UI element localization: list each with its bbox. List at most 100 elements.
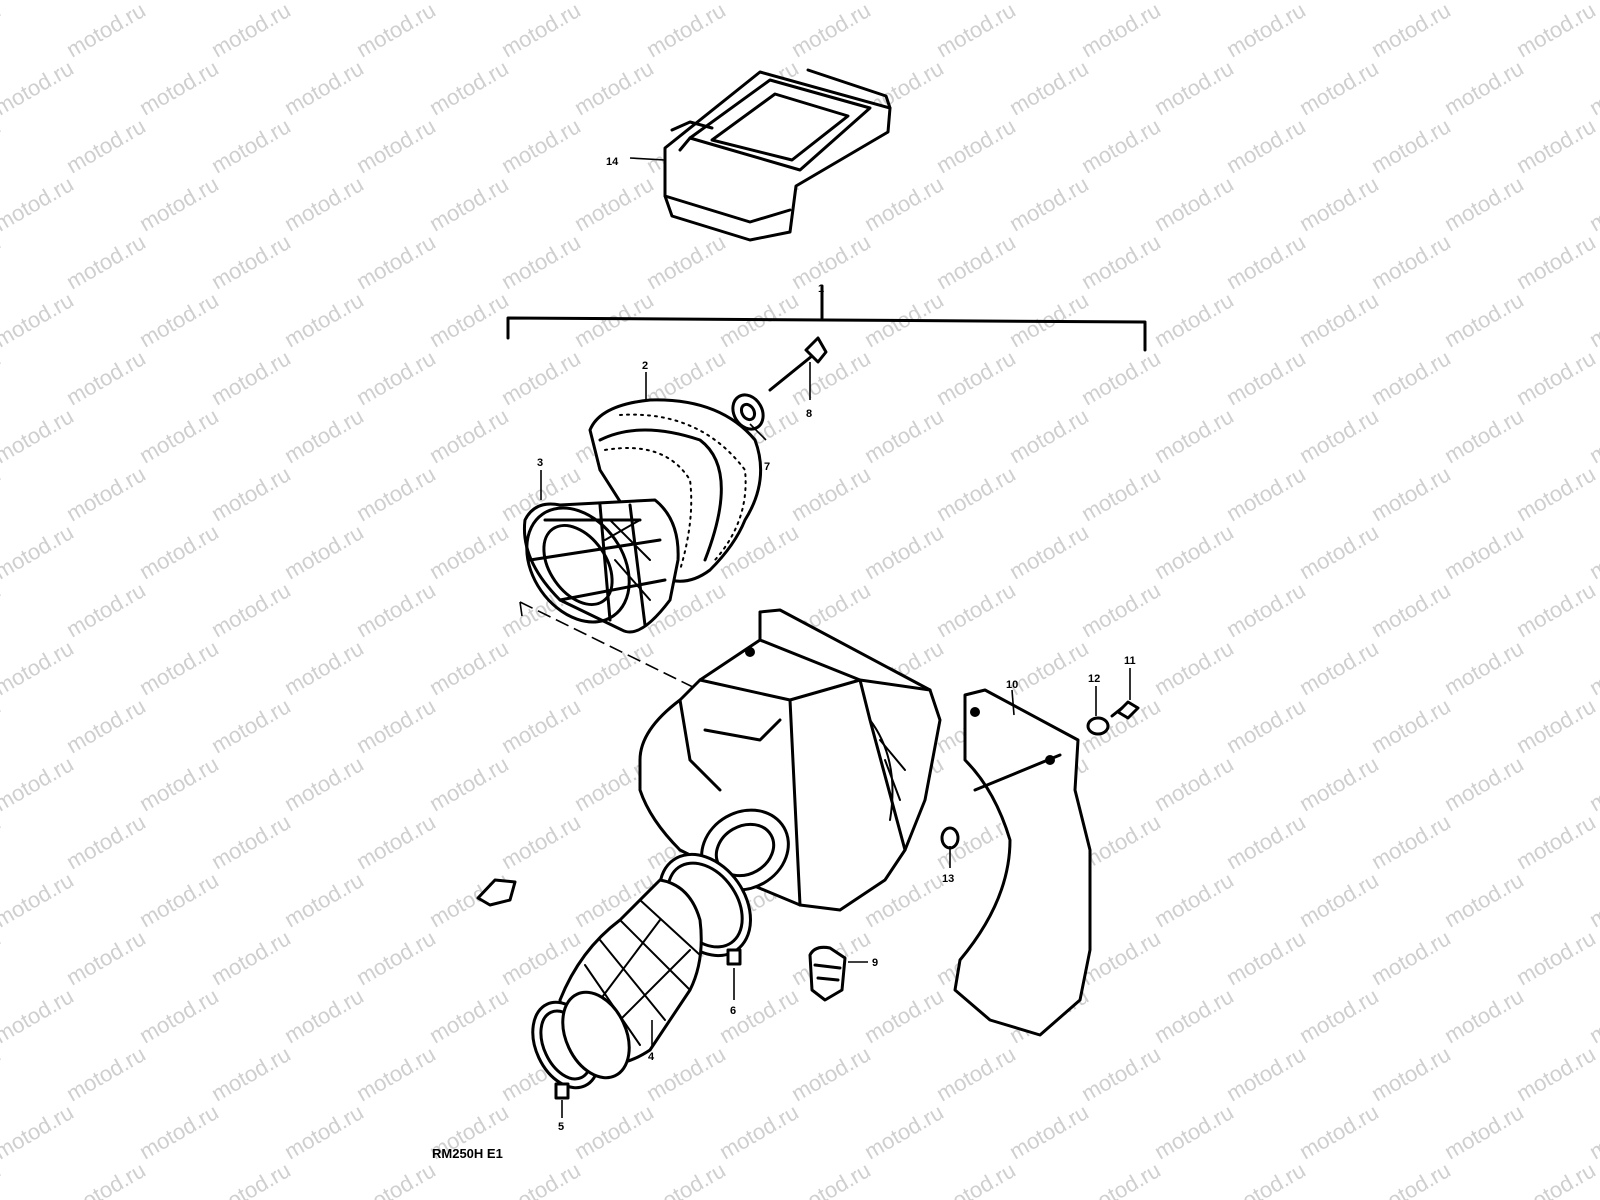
watermark-text: motod.ru: [497, 345, 585, 410]
callout-9: 9: [872, 957, 878, 969]
part-2-filter-element[interactable]: [588, 398, 763, 583]
watermark-text: motod.ru: [1440, 287, 1528, 352]
watermark-text: motod.ru: [62, 113, 150, 178]
watermark-text: motod.ru: [135, 287, 223, 352]
watermark-text: motod.ru: [715, 0, 803, 4]
watermark-text: motod.ru: [860, 403, 948, 468]
watermark-text: motod.ru: [0, 635, 78, 700]
watermark-text: motod.ru: [1295, 55, 1383, 120]
watermark-text: motod.ru: [0, 229, 5, 294]
watermark-text: motod.ru: [1585, 287, 1600, 352]
watermark-text: motod.ru: [280, 983, 368, 1048]
watermark-text: motod.ru: [1440, 519, 1528, 584]
callout-7: 7: [764, 461, 770, 473]
part-13-grommet[interactable]: [940, 826, 960, 850]
watermark-text: motod.ru: [207, 345, 295, 410]
watermark-text: motod.ru: [570, 171, 658, 236]
watermark-text: motod.ru: [1077, 1041, 1165, 1106]
part-14-intake-cover[interactable]: [663, 68, 892, 242]
watermark-text: motod.ru: [570, 1099, 658, 1164]
watermark-text: motod.ru: [352, 345, 440, 410]
watermark-text: motod.ru: [1367, 693, 1455, 758]
part-8-wing-bolt[interactable]: [768, 336, 828, 392]
watermark-text: motod.ru: [787, 1041, 875, 1106]
watermark-text: motod.ru: [787, 1157, 875, 1200]
watermark-text: motod.ru: [497, 229, 585, 294]
watermark-text: motod.ru: [280, 55, 368, 120]
watermark-text: motod.ru: [787, 229, 875, 294]
watermark-text: motod.ru: [1222, 1157, 1310, 1200]
part-7-grommet[interactable]: [727, 389, 769, 434]
watermark-text: motod.ru: [280, 171, 368, 236]
callout-13: 13: [942, 873, 954, 885]
watermark-text: motod.ru: [352, 577, 440, 642]
watermark-text: motod.ru: [1295, 403, 1383, 468]
watermark-text: motod.ru: [1150, 867, 1238, 932]
watermark-text: motod.ru: [280, 751, 368, 816]
part-11-bolt[interactable]: [1110, 700, 1140, 720]
watermark-text: motod.ru: [0, 0, 5, 62]
watermark-text: motod.ru: [135, 867, 223, 932]
watermark-text: motod.ru: [570, 0, 658, 4]
watermark-text: motod.ru: [1440, 751, 1528, 816]
watermark-text: motod.ru: [1512, 693, 1600, 758]
watermark-text: motod.ru: [1005, 55, 1093, 120]
watermark-text: motod.ru: [1222, 461, 1310, 526]
callout-3: 3: [537, 457, 543, 469]
watermark-text: motod.ru: [1512, 229, 1600, 294]
watermark-text: motod.ru: [352, 693, 440, 758]
watermark-text: motod.ru: [1440, 983, 1528, 1048]
watermark-text: motod.ru: [425, 0, 513, 4]
watermark-text: motod.ru: [1367, 345, 1455, 410]
watermark-text: motod.ru: [1222, 113, 1310, 178]
watermark-text: motod.ru: [1150, 0, 1238, 4]
watermark-text: motod.ru: [62, 1041, 150, 1106]
watermark-text: motod.ru: [1222, 345, 1310, 410]
watermark-text: motod.ru: [1512, 345, 1600, 410]
watermark-text: motod.ru: [1150, 287, 1238, 352]
watermark-text: motod.ru: [497, 809, 585, 874]
watermark-text: motod.ru: [1440, 867, 1528, 932]
watermark-text: motod.ru: [135, 635, 223, 700]
watermark-text: motod.ru: [1440, 1099, 1528, 1164]
watermark-text: motod.ru: [0, 461, 5, 526]
watermark-text: motod.ru: [425, 751, 513, 816]
leader-lines: [540, 157, 1131, 1118]
watermark-text: motod.ru: [1440, 635, 1528, 700]
watermark-text: motod.ru: [1367, 461, 1455, 526]
watermark-text: motod.ru: [425, 171, 513, 236]
watermark-text: motod.ru: [642, 1157, 730, 1200]
watermark-text: motod.ru: [352, 1041, 440, 1106]
drain-cap[interactable]: [476, 878, 517, 907]
watermark-text: motod.ru: [280, 0, 368, 4]
watermark-text: motod.ru: [787, 345, 875, 410]
watermark-text: motod.ru: [0, 403, 78, 468]
watermark-text: motod.ru: [62, 461, 150, 526]
watermark-text: motod.ru: [1512, 0, 1600, 62]
watermark-text: motod.ru: [280, 519, 368, 584]
watermark-text: motod.ru: [0, 983, 78, 1048]
air-cleaner-housing[interactable]: [638, 608, 942, 912]
watermark-text: motod.ru: [0, 519, 78, 584]
part-9-clip[interactable]: [808, 945, 847, 1002]
watermark-text: motod.ru: [1440, 403, 1528, 468]
watermark-text: motod.ru: [1222, 1041, 1310, 1106]
watermark-text: motod.ru: [497, 1157, 585, 1200]
callout-1: 1: [818, 283, 824, 295]
part-12-washer[interactable]: [1086, 716, 1110, 736]
watermark-text: motod.ru: [1150, 403, 1238, 468]
part-5-clamp[interactable]: [520, 982, 642, 1100]
watermark-text: motod.ru: [1005, 0, 1093, 4]
watermark-text: motod.ru: [135, 171, 223, 236]
watermark-text: motod.ru: [425, 983, 513, 1048]
watermark-text: motod.ru: [1222, 577, 1310, 642]
watermark-text: motod.ru: [1585, 171, 1600, 236]
watermark-text: motod.ru: [932, 461, 1020, 526]
part-3-filter-cage[interactable]: [506, 488, 680, 641]
watermark-text: motod.ru: [1440, 0, 1528, 4]
watermark-text: motod.ru: [642, 229, 730, 294]
watermark-text: motod.ru: [62, 925, 150, 990]
callout-11: 11: [1124, 655, 1136, 667]
watermark-text: motod.ru: [280, 403, 368, 468]
part-10-side-cover[interactable]: [953, 688, 1092, 1037]
